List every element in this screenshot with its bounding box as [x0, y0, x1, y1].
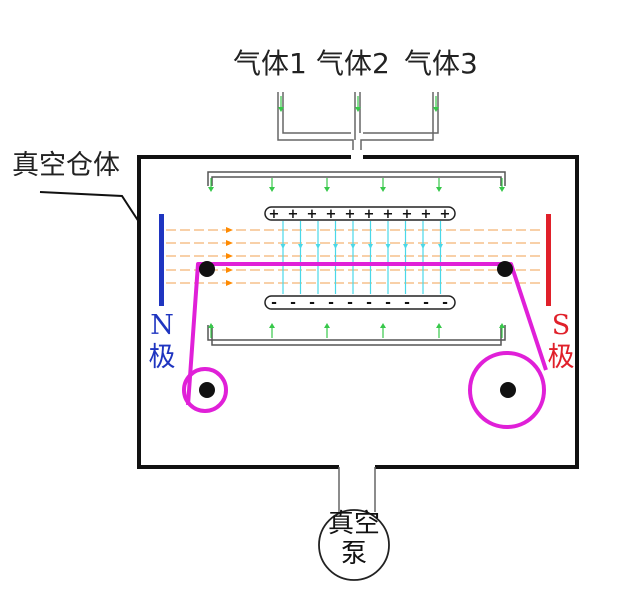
- plasma-arrow: [420, 244, 426, 249]
- vacuum-pump: [318, 509, 390, 581]
- gas-arrow-head: [324, 187, 330, 192]
- minus-sign: -: [309, 295, 315, 311]
- gas-arrow-head: [324, 323, 330, 328]
- minus-sign: -: [385, 295, 391, 311]
- plasma-arrow: [280, 244, 286, 249]
- vacuum-chamber-wall: [137, 155, 579, 469]
- substrate-web: [186, 262, 548, 406]
- plus-sign: +: [307, 207, 318, 222]
- gas-arrow-head: [278, 107, 284, 112]
- field-arrow: [226, 253, 233, 259]
- negative-electrode-signs: ----------: [271, 295, 448, 311]
- plus-sign: +: [383, 207, 394, 222]
- gas-inlet-arrows: [278, 96, 439, 112]
- gas-distribution-bar-bottom: [207, 325, 506, 346]
- gas-distribution-bar-top: [207, 171, 506, 186]
- gas-arrow-head: [269, 323, 275, 328]
- plasma-arrow: [350, 244, 356, 249]
- field-arrow: [226, 240, 233, 246]
- plasma-arrow: [368, 244, 373, 249]
- plasma-arrow: [333, 244, 338, 249]
- minus-sign: -: [442, 295, 448, 311]
- pump-pipe: [338, 467, 376, 512]
- positive-electrode: [264, 206, 456, 221]
- gas-arrow-head: [380, 187, 386, 192]
- rewind-roller-core: [500, 382, 516, 398]
- field-arrow: [226, 267, 233, 273]
- gas-arrow-head: [380, 323, 386, 328]
- gas-2-label: 气体2: [316, 47, 390, 80]
- chamber-leader-line: [39, 191, 140, 223]
- minus-sign: -: [423, 295, 429, 311]
- gas-arrow-head: [269, 187, 275, 192]
- plus-sign: +: [288, 207, 299, 222]
- gas-arrow-head: [208, 323, 214, 328]
- n-pole-label: N极: [148, 310, 176, 373]
- minus-sign: -: [366, 295, 372, 311]
- gas-arrow-head: [499, 323, 505, 328]
- plasma-arrow: [403, 244, 408, 249]
- minus-sign: -: [347, 295, 353, 311]
- minus-sign: -: [404, 295, 410, 311]
- plus-sign: +: [402, 207, 413, 222]
- plus-sign: +: [345, 207, 356, 222]
- gas-arrow-head: [355, 107, 361, 112]
- plasma-arrow: [385, 244, 391, 249]
- plasma-arrow: [315, 244, 321, 249]
- guide-roller-right: [497, 261, 513, 277]
- s-magnet: [546, 214, 551, 306]
- plasma-arrow: [298, 244, 303, 249]
- plasma-arrow: [438, 244, 443, 249]
- minus-sign: -: [271, 295, 277, 311]
- plus-sign: +: [326, 207, 337, 222]
- unwind-roll: [182, 367, 228, 413]
- positive-electrode-signs: + + + + + + + + + +: [269, 207, 451, 222]
- guide-roller-left: [199, 261, 215, 277]
- gas-distribution-arrows: [208, 178, 505, 338]
- plus-sign: +: [364, 207, 375, 222]
- n-magnet: [159, 214, 164, 306]
- plus-sign: +: [421, 207, 432, 222]
- plus-sign: +: [269, 207, 280, 222]
- field-arrow: [226, 280, 233, 286]
- s-pole-label: S极: [547, 310, 575, 373]
- plus-sign: +: [440, 207, 451, 222]
- gas-inlet-pipes: [277, 92, 439, 150]
- gas-arrow-head: [208, 187, 214, 192]
- rewind-roll: [468, 351, 546, 429]
- gas-1-label: 气体1: [233, 47, 307, 80]
- unwind-roller-core: [199, 382, 215, 398]
- plasma-beam-lines: [280, 221, 443, 294]
- negative-electrode: [264, 295, 456, 310]
- field-arrow: [226, 227, 233, 233]
- vacuum-chamber-label: 真空仓体: [12, 150, 120, 181]
- gas-arrow-head: [436, 187, 442, 192]
- gas-3-label: 气体3: [404, 47, 478, 80]
- minus-sign: -: [290, 295, 296, 311]
- magnetic-field-lines: [166, 227, 544, 286]
- gas-arrow-head: [499, 187, 505, 192]
- gas-arrow-head: [436, 323, 442, 328]
- minus-sign: -: [328, 295, 334, 311]
- gas-arrow-head: [433, 107, 439, 112]
- vacuum-pump-label: 真空泵: [327, 509, 380, 569]
